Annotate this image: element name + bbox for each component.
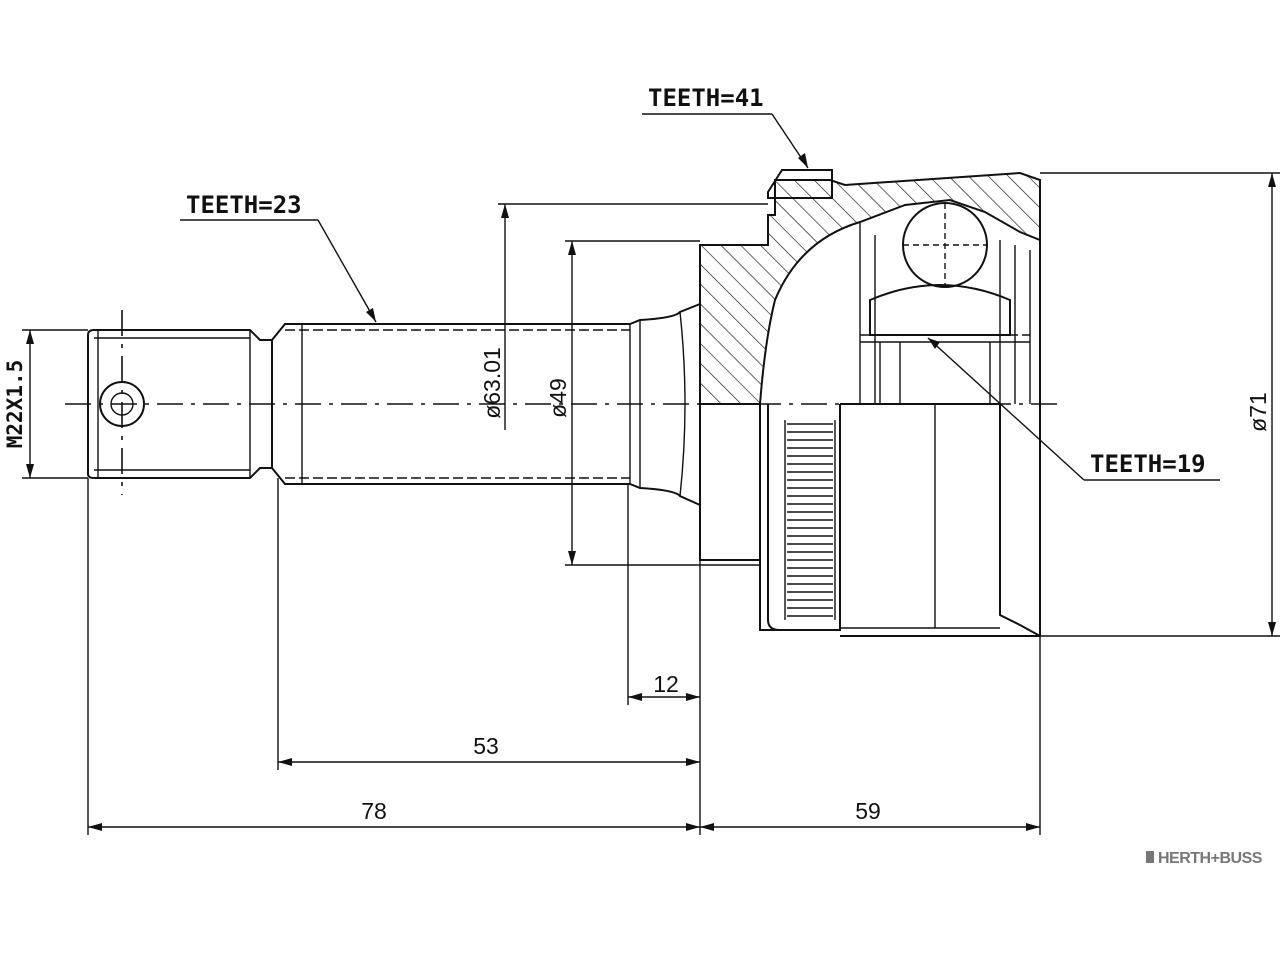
dimension-dia-6301: ø63.01 (479, 203, 768, 430)
dimension-len-12: 12 (628, 671, 700, 701)
svg-text:ø63.01: ø63.01 (479, 347, 505, 419)
brand-logo: HERTH+BUSS (1146, 850, 1263, 867)
svg-text:78: 78 (361, 798, 387, 824)
label-teeth-19: TEETH=19 (927, 337, 1220, 481)
dimension-dia-49: ø49 (545, 240, 760, 566)
extension-lines (87, 478, 1041, 835)
svg-text:TEETH=41: TEETH=41 (648, 84, 764, 112)
ball-cage (860, 202, 1030, 404)
dimension-len-78: 78 (88, 798, 700, 831)
label-teeth-23: TEETH=23 (180, 191, 377, 323)
bell-housing (699, 171, 1041, 636)
svg-text:59: 59 (855, 798, 881, 824)
svg-text:53: 53 (473, 733, 499, 759)
dimension-thread: M22X1.5 (3, 329, 88, 479)
dimension-len-59: 59 (700, 798, 1040, 831)
svg-text:TEETH=19: TEETH=19 (1090, 450, 1206, 478)
abs-ring-teeth (787, 423, 833, 617)
svg-text:ø49: ø49 (545, 378, 571, 418)
abs-tab (767, 169, 833, 199)
threaded-end (87, 329, 273, 479)
svg-text:ø71: ø71 (1245, 392, 1271, 432)
svg-text:12: 12 (653, 671, 679, 697)
svg-text:TEETH=23: TEETH=23 (186, 191, 302, 219)
dimension-dia-71: ø71 (1040, 172, 1280, 637)
svg-text:HERTH+BUSS: HERTH+BUSS (1158, 850, 1263, 867)
abs-ring (759, 403, 1041, 637)
cotter-pin-hole (99, 381, 145, 427)
svg-text:M22X1.5: M22X1.5 (3, 360, 27, 449)
dimension-len-53: 53 (278, 733, 700, 766)
label-teeth-41: TEETH=41 (642, 84, 809, 169)
